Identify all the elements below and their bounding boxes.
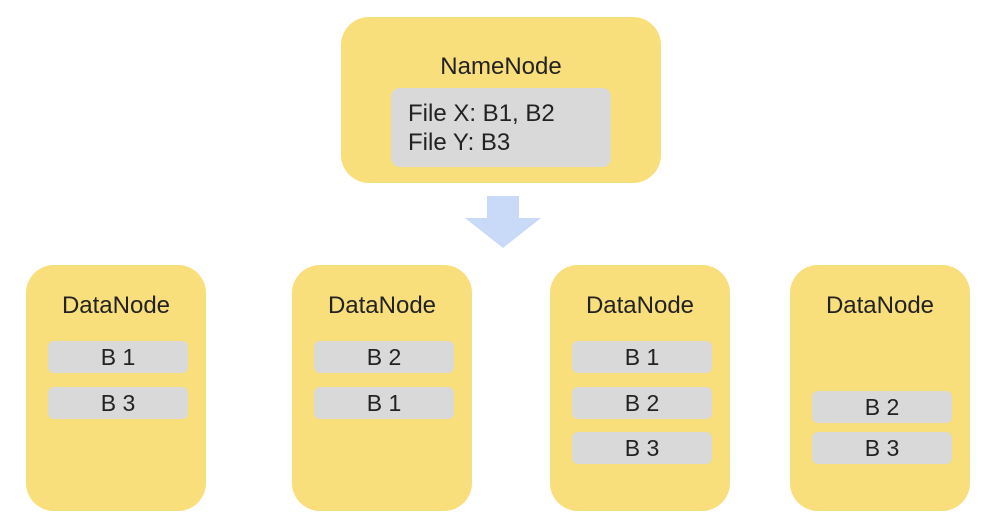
block-item: B 1 [48,341,188,373]
datanode-title: DataNode [825,292,935,319]
namenode-box: NameNode File X: B1, B2 File Y: B3 [341,17,661,183]
block-item: B 1 [572,341,712,373]
metadata-line-file-y: File Y: B3 [408,129,511,156]
datanode-4: DataNode B 2 B 3 [790,265,970,511]
datanode-title: DataNode [585,292,695,319]
block-item: B 2 [812,391,952,423]
datanode-3: DataNode B 1 B 2 B 3 [550,265,730,511]
block-item: B 3 [572,432,712,464]
datanode-title: DataNode [327,292,437,319]
namenode-metadata-box: File X: B1, B2 File Y: B3 [391,88,611,167]
metadata-line-file-x: File X: B1, B2 [408,100,555,127]
block-item: B 2 [572,387,712,419]
namenode-title: NameNode [440,53,562,80]
block-item: B 2 [314,341,454,373]
block-item: B 3 [812,432,952,464]
datanode-title: DataNode [61,292,171,319]
down-arrow-icon [465,196,541,248]
down-arrow-shape [465,196,541,248]
datanode-1: DataNode B 1 B 3 [26,265,206,511]
datanode-2: DataNode B 2 B 1 [292,265,472,511]
block-item: B 1 [314,387,454,419]
block-item: B 3 [48,387,188,419]
